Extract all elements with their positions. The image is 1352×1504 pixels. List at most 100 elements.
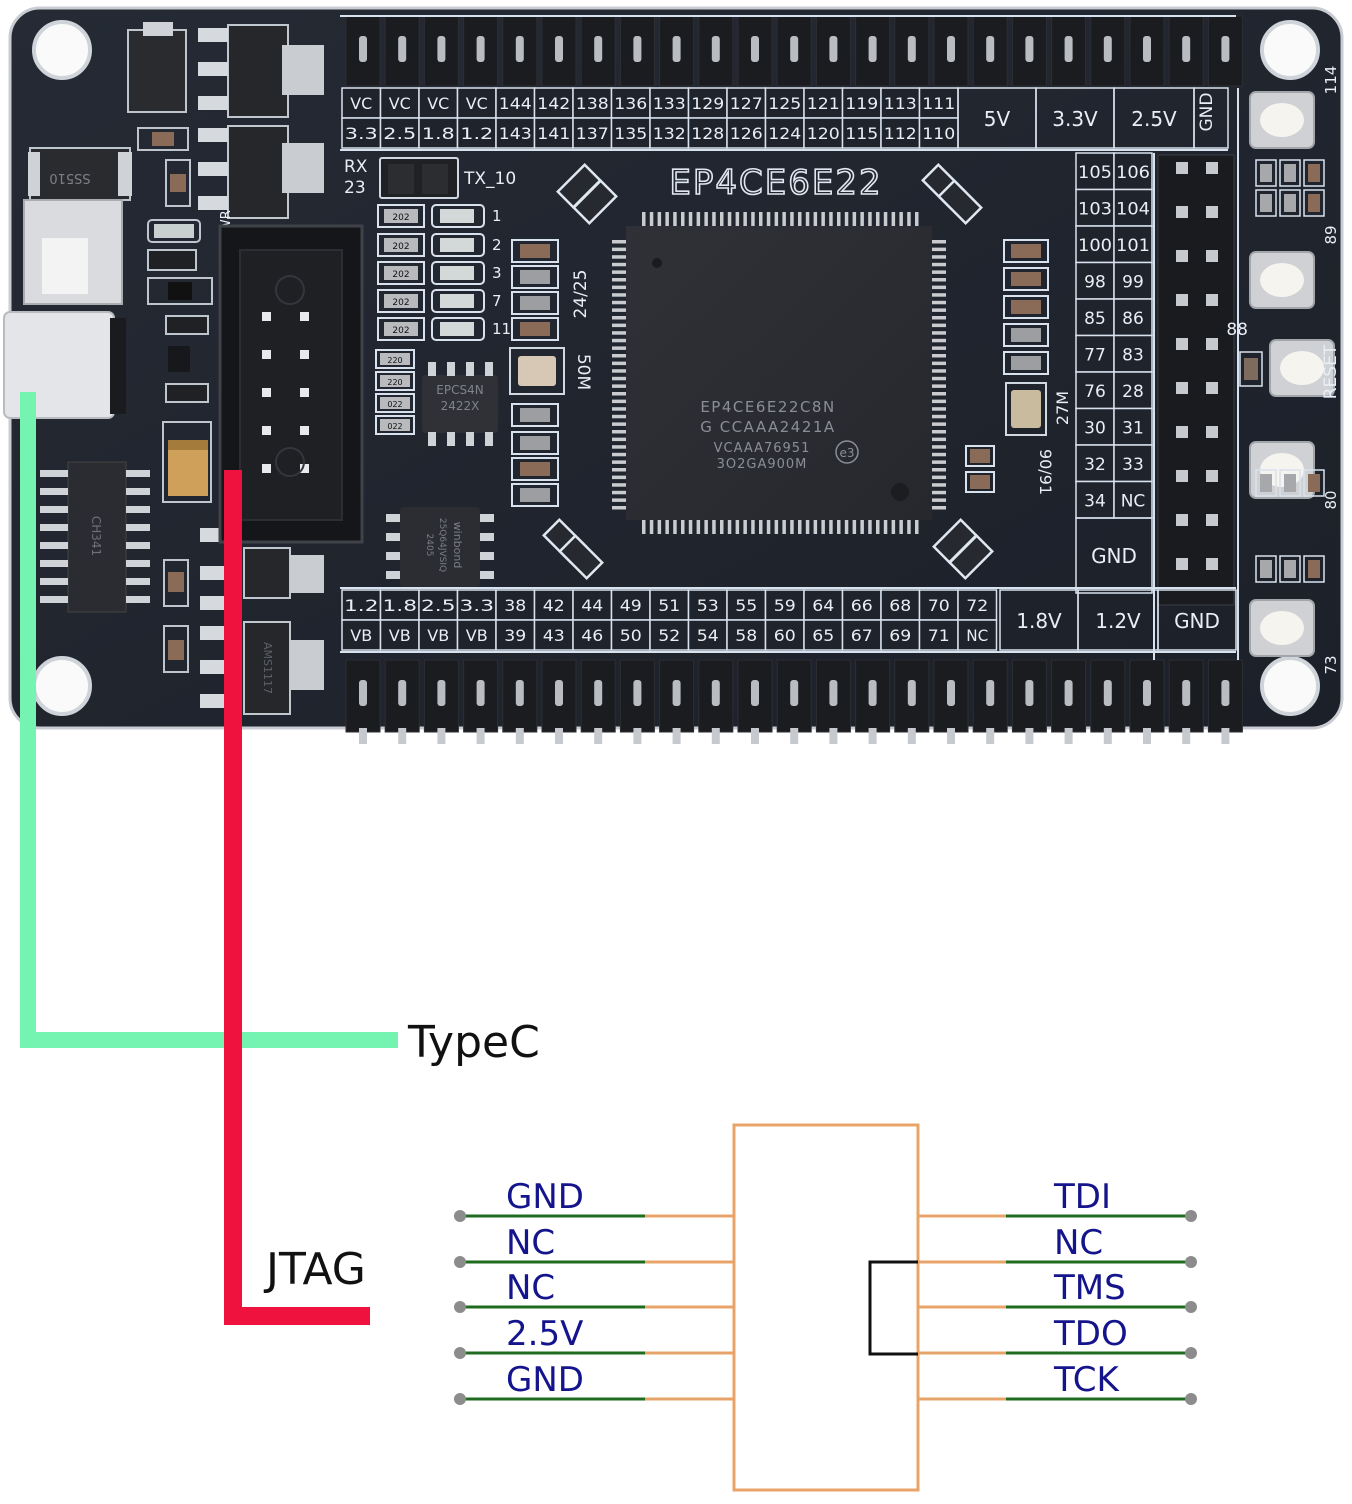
schematic-pin-right: TDI [918, 1177, 1197, 1222]
header-pin [1206, 558, 1218, 570]
jtag-pin [300, 464, 309, 473]
button-pin-label: 80 [1322, 490, 1340, 509]
power-label: 5V [984, 107, 1011, 131]
bottom-pin-label: VB [427, 626, 449, 645]
right-pin-label: 30 [1084, 419, 1106, 439]
right-pin-label: 28 [1122, 382, 1144, 402]
schematic-pin-left: 2.5V [454, 1314, 734, 1359]
right-pin-label: 31 [1122, 419, 1144, 439]
header-pin [1206, 250, 1218, 262]
header-pin [1176, 382, 1188, 394]
button-pin-label: 114 [1322, 66, 1340, 95]
bottom-pin-label: 44 [581, 596, 603, 615]
header-pin [1176, 514, 1188, 526]
top-pin-label: 124 [768, 124, 801, 143]
passive-components-right [965, 239, 1049, 493]
regulator-marking: AMS1117 [261, 642, 274, 694]
right-pin-label: 77 [1084, 346, 1106, 366]
top-pin-label: 1.8 [422, 124, 455, 143]
bottom-pin-label: 49 [620, 596, 642, 615]
resistor-code: 202 [392, 326, 409, 336]
config-flash-marking-1: EPCS4N [436, 383, 483, 397]
bottom-pin-label-table: 1.2VB1.8VB2.5VB3.3VB38394243444649505152… [340, 587, 1237, 653]
mounting-hole [32, 656, 92, 716]
right-pin-label: 85 [1084, 309, 1106, 329]
top-pin-label: 142 [537, 94, 570, 113]
top-pin-label: 141 [537, 124, 570, 143]
schematic-pin-label: TDI [1053, 1177, 1111, 1217]
bottom-pin-label: 42 [543, 596, 565, 615]
schematic-pin-left: GND [454, 1360, 734, 1405]
schematic-pin-right: TMS [918, 1268, 1197, 1313]
push-button-73[interactable] [1249, 599, 1315, 657]
header-pin [1176, 206, 1188, 218]
top-pin-label: 135 [614, 124, 647, 143]
spi-flash-marking-2: 25Q64JVSIQ [437, 518, 447, 572]
fpga-badge: e3 [839, 446, 854, 460]
schematic-pin-right: TDO [918, 1314, 1197, 1359]
decoupling-caps [542, 163, 994, 580]
top-pin-label: 128 [691, 124, 724, 143]
uart-rx-pin: 23 [344, 178, 366, 198]
top-pin-label: VC [350, 94, 372, 113]
bottom-pin-label: 60 [774, 626, 796, 645]
schematic-pin-label: TCK [1053, 1360, 1121, 1400]
bottom-pin-label: 67 [851, 626, 873, 645]
header-pin [1176, 558, 1188, 570]
header-pin [1206, 470, 1218, 482]
header-pin [1176, 162, 1188, 174]
bottom-pin-label: 58 [735, 626, 757, 645]
push-button-88[interactable] [1269, 339, 1335, 397]
top-pin-label: 1.2 [460, 124, 493, 143]
bottom-pin-label: 3.3 [460, 596, 495, 615]
bottom-pin-label: 65 [812, 626, 834, 645]
diode-marking: SS510 [49, 170, 90, 185]
schematic-pin-left: GND [454, 1177, 734, 1222]
jtag-pin [262, 464, 271, 473]
right-pin-label: 103 [1078, 200, 1112, 220]
top-pin-label-table: VC3.3VC2.5VC1.8VC1.214414314214113813713… [340, 87, 1229, 151]
jtag-pin [300, 388, 309, 397]
top-pin-label: VC [427, 94, 449, 113]
osc-50m-pins: 24/25 [571, 270, 591, 319]
bottom-pin-label: 66 [851, 596, 873, 615]
top-pin-label: 120 [807, 124, 840, 143]
bottom-pin-label: 52 [658, 626, 680, 645]
push-button-114[interactable] [1249, 91, 1315, 149]
jtag-label: JTAG [263, 1244, 366, 1295]
header-pin [541, 659, 577, 733]
power-label: 1.8V [1016, 609, 1062, 633]
right-pin-label: 98 [1084, 273, 1106, 293]
push-button-89[interactable] [1249, 251, 1315, 309]
bottom-pin-label: 51 [658, 596, 680, 615]
power-section: SS510 PWR [3, 22, 324, 715]
top-pin-label: 3.3 [345, 124, 378, 143]
header-pin [1176, 338, 1188, 350]
power-label: 2.5V [1131, 107, 1177, 131]
right-pin-label: 106 [1116, 163, 1150, 183]
bottom-pin-label: 72 [966, 596, 988, 615]
right-pin-label: 83 [1122, 346, 1144, 366]
spi-flash-marking-3: 2405 [424, 534, 434, 557]
bottom-pin-label: 43 [543, 626, 565, 645]
led-label: 1 [492, 207, 502, 225]
config-flash-marking-2: 2422X [441, 399, 480, 413]
bottom-pin-label: 53 [697, 596, 719, 615]
button-pin-label: 89 [1322, 225, 1340, 244]
bottom-pin-label: 70 [928, 596, 950, 615]
schematic-pin-label: GND [506, 1360, 584, 1400]
resistor-code: 022 [387, 422, 402, 431]
top-pin-label: 129 [691, 94, 724, 113]
power-label: 3.3V [1052, 107, 1098, 131]
bottom-pin-label: 2.5 [421, 596, 456, 615]
jtag-pin [262, 350, 271, 359]
header-pin [1176, 426, 1188, 438]
typec-label: TypeC [407, 1017, 540, 1068]
led [440, 266, 474, 280]
typec-callout: TypeC [20, 392, 540, 1068]
resistor-code: 202 [392, 298, 409, 308]
right-pin-label: 86 [1122, 309, 1144, 329]
jtag-pin [262, 388, 271, 397]
bottom-pin-label: 46 [581, 626, 603, 645]
